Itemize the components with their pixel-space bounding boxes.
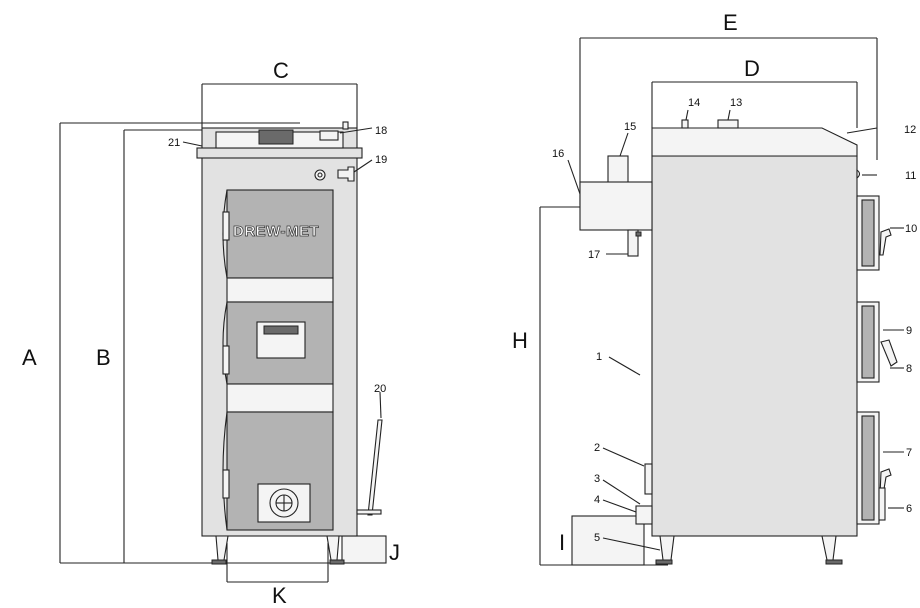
rear-port-2	[644, 463, 653, 495]
callout-line-3	[602, 479, 641, 505]
callout-line-12	[846, 127, 878, 134]
rear-port-4	[635, 505, 653, 525]
part-number-6: 6	[906, 503, 912, 515]
dim-label-d: D	[744, 56, 760, 81]
part-number-9: 9	[906, 325, 912, 337]
flue-collar-16	[579, 181, 653, 231]
part-number-2: 2	[594, 442, 600, 454]
side-right-foot	[825, 559, 843, 565]
lower-door-handle	[222, 469, 230, 499]
callout-line-18	[339, 127, 373, 134]
shaker-lever-20	[367, 419, 383, 516]
handle-8	[880, 339, 898, 367]
callout-line-2	[602, 447, 645, 467]
inspection-window-top	[263, 325, 299, 335]
dim-label-h: H	[512, 328, 528, 353]
callout-line-13	[727, 109, 731, 121]
side-door-10-inner	[861, 199, 875, 267]
dim-label-k: K	[272, 583, 287, 608]
dim-label-b: B	[96, 345, 111, 370]
callout-line-20	[379, 391, 382, 419]
part-numbers: 1 2 3 4 5 6 7 8 9 10 11 12 13 14 15 16 1…	[168, 97, 917, 544]
front-right-leg	[326, 535, 340, 561]
part-number-18: 18	[375, 125, 387, 137]
upper-door-handle	[222, 211, 230, 241]
part-number-5: 5	[594, 532, 600, 544]
air-regulator-6	[878, 487, 886, 521]
part-number-13: 13	[730, 97, 742, 109]
part-number-10: 10	[905, 223, 917, 235]
upper-separator	[226, 277, 334, 303]
part-number-7: 7	[906, 447, 912, 459]
side-door-7-inner	[861, 415, 875, 521]
lower-separator	[226, 383, 334, 413]
dim-label-a: A	[22, 345, 37, 370]
part-number-17: 17	[588, 249, 600, 261]
callout-line-14	[685, 109, 689, 121]
valve-19	[337, 166, 355, 182]
middle-door-hinge	[222, 301, 228, 385]
ash-base-box	[341, 535, 387, 564]
dim-label-j: J	[389, 540, 400, 565]
part-number-4: 4	[594, 494, 600, 506]
side-view	[539, 37, 904, 566]
damper-pin	[635, 231, 642, 237]
part-number-8: 8	[906, 363, 912, 375]
side-door-9-inner	[861, 305, 875, 379]
sensor-pin	[342, 121, 349, 130]
front-view: DREW-MET	[59, 83, 387, 583]
dim-label-i: I	[559, 530, 565, 555]
front-left-foot	[211, 559, 227, 565]
thermometer-center	[317, 172, 323, 178]
sensor-14	[681, 119, 689, 129]
callout-line-4	[602, 499, 637, 513]
callout-line-15	[619, 132, 629, 157]
upper-door	[226, 189, 334, 279]
shaker-lever-base	[356, 509, 382, 515]
dim-label-e: E	[723, 10, 738, 35]
callout-line-1	[608, 356, 641, 376]
part-number-3: 3	[594, 473, 600, 485]
middle-door-handle	[222, 345, 230, 375]
connector-13	[717, 119, 739, 129]
side-left-leg	[659, 535, 675, 561]
part-number-12: 12	[904, 124, 916, 136]
controller-18	[319, 130, 339, 141]
side-top-cover	[651, 127, 858, 157]
callout-line-19	[353, 159, 373, 173]
part-number-21: 21	[168, 137, 180, 149]
part-number-16: 16	[552, 148, 564, 160]
damper-17	[627, 229, 639, 257]
brand-label: DREW-MET	[233, 223, 319, 240]
dimension-letters: A B C D E H I J K	[22, 10, 760, 608]
dim-label-c: C	[273, 58, 289, 83]
ash-base-side	[571, 515, 645, 566]
callout-line-5	[602, 537, 661, 551]
part-number-19: 19	[375, 154, 387, 166]
connector-11	[856, 168, 861, 180]
handle-10	[879, 228, 892, 256]
part-number-15: 15	[624, 121, 636, 133]
callout-line-21	[182, 141, 203, 147]
part-number-14: 14	[688, 97, 700, 109]
side-left-foot	[655, 559, 673, 565]
front-right-foot	[329, 559, 345, 565]
part-number-11: 11	[905, 170, 916, 182]
part-number-20: 20	[374, 383, 386, 395]
side-boiler-body	[651, 155, 858, 537]
side-right-leg	[821, 535, 837, 561]
front-left-leg	[215, 535, 229, 561]
part-number-1: 1	[596, 351, 602, 363]
callout-line-16	[567, 159, 581, 195]
flue-outlet	[258, 129, 294, 145]
front-top-rim	[196, 147, 363, 159]
